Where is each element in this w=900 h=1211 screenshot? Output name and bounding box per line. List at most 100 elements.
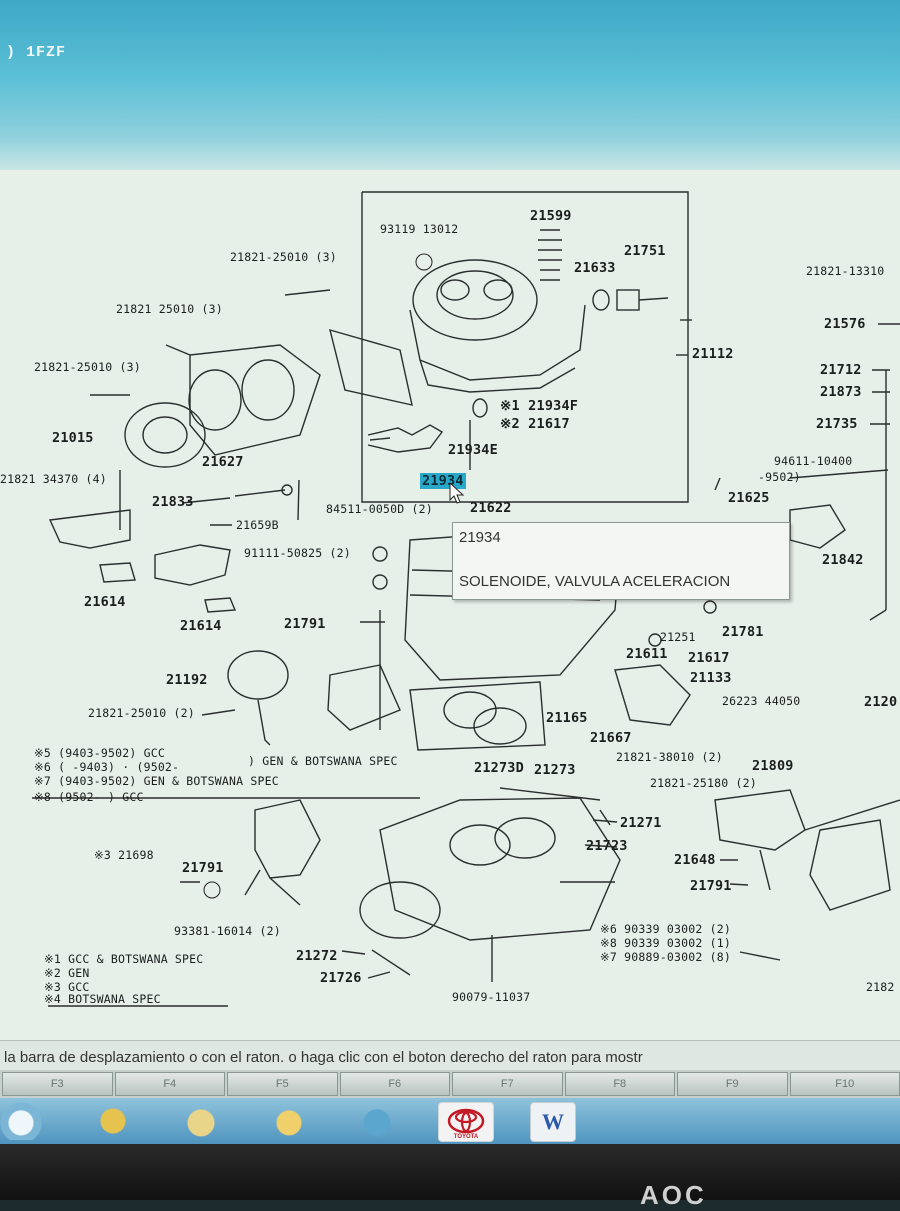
part-label[interactable]: 84511-0050D (2) [326, 502, 433, 516]
part-label[interactable]: 21617 [688, 650, 730, 666]
word-taskbar-button[interactable]: W [530, 1102, 576, 1142]
part-label[interactable]: 21735 [816, 416, 858, 432]
part-label[interactable]: 21751 [624, 243, 666, 259]
media-player-icon[interactable] [264, 1102, 314, 1140]
part-label[interactable]: 21633 [574, 260, 616, 276]
part-label[interactable]: -9502) [758, 470, 801, 484]
part-label[interactable]: 21627 [202, 454, 244, 470]
part-label[interactable]: 21112 [692, 346, 734, 362]
part-label[interactable]: 21791 [182, 860, 224, 876]
part-label[interactable]: 21625 [728, 490, 770, 506]
fkey-f7[interactable]: F7 [452, 1072, 563, 1096]
part-label[interactable]: 21833 [152, 494, 194, 510]
toyota-label: TOYOTA [439, 1134, 493, 1140]
internet-explorer-icon[interactable] [88, 1102, 138, 1140]
part-label[interactable]: 21614 [84, 594, 126, 610]
footnote: ※7 (9403-9502) GEN & BOTSWANA SPEC [34, 774, 279, 788]
part-label[interactable]: 21726 [320, 970, 362, 986]
part-label[interactable]: 21934E [448, 442, 498, 458]
part-label[interactable]: 21821-13310 [806, 264, 884, 278]
part-label[interactable]: 2182 [866, 980, 895, 994]
part-label[interactable]: ※8 90339 03002 (1) [600, 936, 731, 950]
monitor-brand-logo: AOC [640, 1180, 707, 1211]
part-label[interactable]: 21273D [474, 760, 524, 776]
part-label[interactable]: 21809 [752, 758, 794, 774]
part-label[interactable]: 93119 13012 [380, 222, 458, 236]
part-label[interactable]: 21842 [822, 552, 864, 568]
app-icon[interactable] [352, 1102, 402, 1140]
taskbar: TOYOTA W [0, 1098, 900, 1144]
part-label[interactable]: ※7 90889-03002 (8) [600, 950, 731, 964]
part-label[interactable]: 21659B [236, 518, 279, 532]
part-label[interactable]: 21781 [722, 624, 764, 640]
part-label[interactable]: 90079-11037 [452, 990, 530, 1004]
part-label[interactable]: 21251 [660, 630, 696, 644]
toyota-logo-icon [447, 1108, 485, 1134]
part-label[interactable]: ※2 21617 [500, 416, 570, 432]
fkey-f5[interactable]: F5 [227, 1072, 338, 1096]
part-label[interactable]: 21821-25010 (3) [34, 360, 141, 374]
part-label[interactable]: 94611-10400 [774, 454, 852, 468]
part-label[interactable]: 21821-25010 (3) [230, 250, 337, 264]
mouse-cursor-icon [448, 482, 468, 506]
part-label[interactable]: 21791 [690, 878, 732, 894]
window-titlebar: ) 1FZF [0, 0, 900, 170]
screen: ) 1FZF [0, 0, 900, 1160]
fkey-f6[interactable]: F6 [340, 1072, 451, 1096]
part-label[interactable]: 21821 34370 (4) [0, 472, 107, 486]
fkey-f3[interactable]: F3 [2, 1072, 113, 1096]
fkey-f4[interactable]: F4 [115, 1072, 226, 1096]
part-label[interactable]: 21821-25010 (2) [88, 706, 195, 720]
footnote: ※6 ( -9403) · (9502- [34, 760, 179, 774]
file-explorer-icon[interactable] [176, 1102, 226, 1140]
part-label[interactable]: 21648 [674, 852, 716, 868]
footnote: ) GEN & BOTSWANA SPEC [248, 754, 398, 768]
part-label[interactable]: 21165 [546, 710, 588, 726]
word-icon: W [542, 1109, 564, 1135]
part-label[interactable]: 21622 [470, 500, 512, 516]
part-label[interactable]: 91111-50825 (2) [244, 546, 351, 560]
part-label[interactable]: 21873 [820, 384, 862, 400]
footnote: ※1 GCC & BOTSWANA SPEC [44, 952, 203, 966]
carburetor-exploded-view [0, 170, 900, 1040]
start-button-icon[interactable] [0, 1102, 42, 1140]
monitor-bezel: AOC [0, 1144, 900, 1200]
part-label[interactable]: 21192 [166, 672, 208, 688]
fkey-f10[interactable]: F10 [790, 1072, 900, 1096]
footnote: ※8 (9502- ) GCC [34, 790, 144, 804]
footnote: ※5 (9403-9502) GCC [34, 746, 165, 760]
part-label[interactable]: 21821 25010 (3) [116, 302, 223, 316]
part-label[interactable]: ※1 21934F [500, 398, 578, 414]
part-label[interactable]: 21576 [824, 316, 866, 332]
tooltip-part-number: 21934 [459, 529, 501, 546]
part-label[interactable]: 21272 [296, 948, 338, 964]
part-tooltip: 21934 SOLENOIDE, VALVULA ACELERACION [452, 522, 790, 600]
part-label[interactable]: 21723 [586, 838, 628, 854]
part-label[interactable]: 21015 [52, 430, 94, 446]
part-label[interactable]: 21599 [530, 208, 572, 224]
part-label[interactable]: 21273 [534, 762, 576, 778]
fkey-f8[interactable]: F8 [565, 1072, 676, 1096]
status-text: la barra de desplazamiento o con el rato… [4, 1049, 643, 1066]
fkey-f9[interactable]: F9 [677, 1072, 788, 1096]
part-label[interactable]: 21821-25180 (2) [650, 776, 757, 790]
part-label[interactable]: 21611 [626, 646, 668, 662]
footnote: ※2 GEN [44, 966, 89, 980]
part-label[interactable]: ※6 90339 03002 (2) [600, 922, 731, 936]
tooltip-part-description: SOLENOIDE, VALVULA ACELERACION [459, 573, 730, 590]
parts-diagram[interactable]: 93119 13012 21599 21751 21633 21821-2501… [0, 170, 900, 1040]
part-label[interactable]: 93381-16014 (2) [174, 924, 281, 938]
part-label[interactable]: 26223 44050 [722, 694, 800, 708]
part-label[interactable]: 21271 [620, 815, 662, 831]
part-label[interactable]: 21667 [590, 730, 632, 746]
part-label[interactable]: 21821-38010 (2) [616, 750, 723, 764]
part-label[interactable]: 2120 [864, 694, 897, 710]
window-title: ) 1FZF [6, 44, 66, 61]
part-label[interactable]: 21133 [690, 670, 732, 686]
toyota-epc-taskbar-button[interactable]: TOYOTA [438, 1102, 494, 1142]
function-key-bar: F3 F4 F5 F6 F7 F8 F9 F10 [0, 1070, 900, 1098]
part-label[interactable]: 21791 [284, 616, 326, 632]
part-label[interactable]: 21614 [180, 618, 222, 634]
part-label[interactable]: ※3 21698 [94, 848, 154, 862]
part-label[interactable]: 21712 [820, 362, 862, 378]
